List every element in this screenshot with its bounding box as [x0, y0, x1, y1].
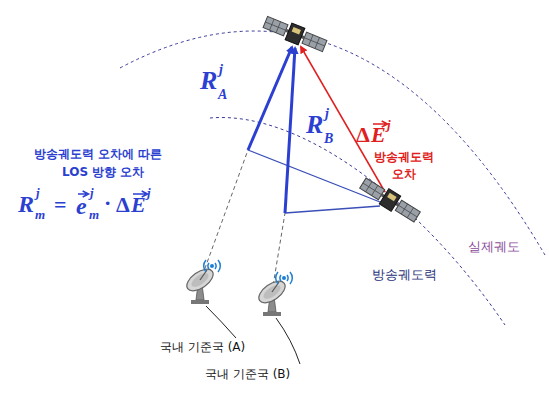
los-line: [248, 150, 380, 202]
formula-part: E: [131, 194, 146, 216]
vector-arrow-line: [133, 191, 148, 197]
leader-line: [276, 318, 300, 364]
satellite: [358, 175, 422, 224]
actual-orbit: [120, 31, 545, 255]
error-label: 오차: [392, 168, 416, 180]
subscript: A: [218, 88, 227, 102]
formula-part: =: [54, 194, 67, 216]
range-arrow: [248, 47, 292, 150]
subscript: m: [89, 208, 99, 221]
superscript: j: [219, 63, 223, 77]
station-label: 국내 기준국 (B): [205, 368, 290, 380]
range-symbol: R: [306, 112, 323, 138]
formula-part: Δ: [116, 194, 130, 216]
superscript: j: [387, 118, 391, 131]
antenna: [255, 272, 292, 316]
formula-part: R: [18, 192, 34, 216]
los-dashed: [272, 213, 285, 292]
formula-part: ·: [104, 192, 111, 214]
superscript: j: [147, 186, 151, 199]
subscript: B: [324, 132, 333, 146]
range-symbol: R: [200, 68, 217, 94]
vector-arrow-line: [373, 121, 388, 127]
satellite: [262, 14, 328, 55]
range-arrow: [285, 48, 295, 213]
vector-arrow: [77, 190, 92, 198]
superscript: j: [325, 107, 329, 121]
formula-part: e: [76, 194, 87, 218]
leader-line: [206, 306, 236, 338]
subscript: m: [35, 208, 45, 221]
error-label: 방송궤도력: [374, 151, 434, 163]
superscript: j: [36, 186, 40, 199]
note-text: LOS 방향 오차: [62, 166, 144, 178]
note-text: 방송궤도력 오차에 따른: [34, 148, 162, 160]
error-symbol: E: [371, 124, 386, 146]
station-label: 국내 기준국 (A): [160, 341, 245, 353]
vector-arrow-line: [78, 191, 89, 197]
antenna: [183, 260, 220, 304]
los-dashed: [200, 150, 248, 282]
error-symbol: Δ: [356, 124, 370, 146]
superscript: j: [90, 186, 94, 199]
orbit-label: 방송궤도력: [372, 268, 437, 281]
los-line: [285, 206, 380, 213]
orbit-label: 실제궤도: [468, 240, 520, 253]
broadcast-orbit: [210, 118, 505, 325]
error-arrow: [301, 47, 385, 192]
